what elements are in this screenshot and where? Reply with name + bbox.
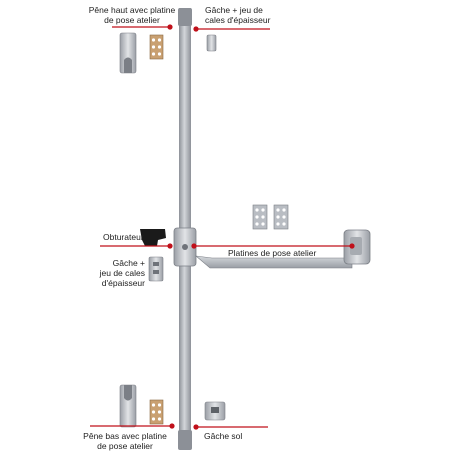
- strike-icon: [148, 256, 164, 282]
- label-line: Gâche + jeu de: [205, 5, 263, 15]
- label-mid-strike: Gâche + jeu de cales d'épaisseur: [90, 258, 145, 288]
- mounting-plate-icon: [252, 204, 289, 230]
- floor-strike-icon: [204, 401, 226, 421]
- shutter-icon: [140, 229, 166, 246]
- top-latch-icon: [119, 32, 137, 74]
- label-line: d'épaisseur: [101, 278, 145, 288]
- label-line: Pêne haut avec platine: [88, 5, 176, 15]
- label-line: Gâche +: [112, 258, 145, 268]
- label-line: jeu de cales: [99, 268, 145, 278]
- label-line: cales d'épaisseur: [205, 15, 271, 25]
- label-floor-strike: Gâche sol: [204, 431, 243, 441]
- push-bar-icon: [195, 229, 371, 269]
- label-line: de pose atelier: [104, 15, 160, 25]
- label-shutter: Obturateur: [103, 232, 144, 242]
- label-line: Pêne bas avec platine: [83, 431, 167, 441]
- label-top-strike: Gâche + jeu de cales d'épaisseur: [205, 5, 275, 25]
- label-line: de pose atelier: [97, 441, 153, 451]
- callout-lines: [90, 24, 355, 430]
- label-top-latch: Pêne haut avec platine de pose atelier: [84, 5, 180, 25]
- mounting-plate-icon: [149, 34, 164, 60]
- mounting-plate-icon: [149, 399, 164, 425]
- top-latch-icon: [119, 384, 137, 428]
- rod-icon: [173, 8, 197, 450]
- strike-icon: [206, 34, 217, 52]
- label-platines: Platines de pose atelier: [228, 248, 317, 258]
- label-bottom-latch: Pêne bas avec platine de pose atelier: [75, 431, 175, 451]
